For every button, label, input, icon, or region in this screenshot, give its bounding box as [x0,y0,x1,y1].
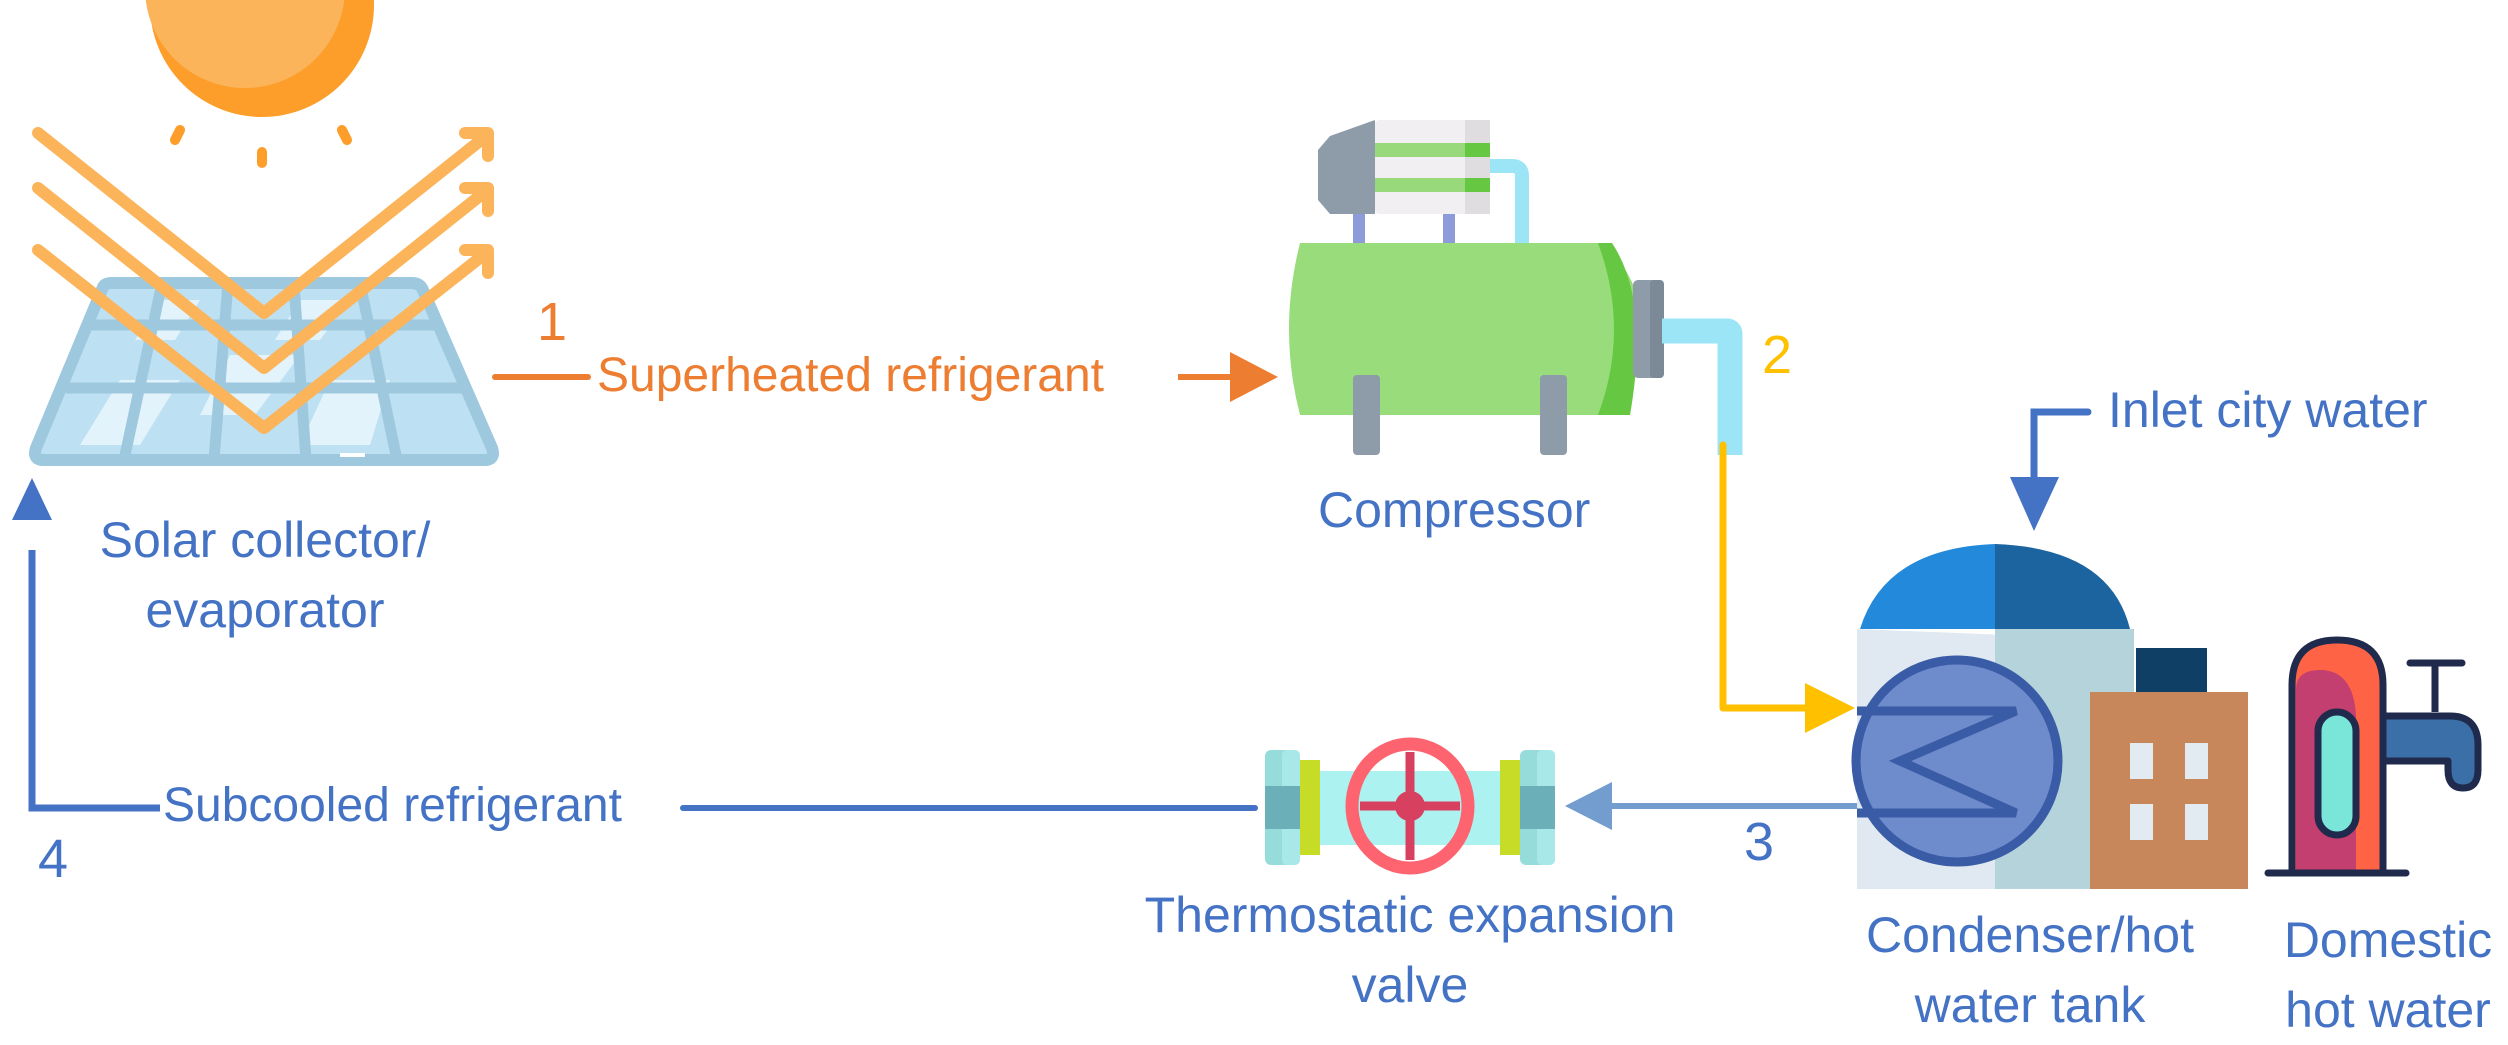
solar-collector-label-line2: evaporator [145,582,385,638]
state-point-1: 1 [537,292,568,352]
condenser-label-line1: Condenser/hot [1865,907,2194,963]
domestic-hot-water-label-line2: hot water [2285,982,2491,1038]
compressor-icon [1289,120,1743,455]
inlet-city-water-label: Inlet city water [2108,382,2428,438]
condenser-label: Condenser/hot water tank [1830,900,2230,1040]
inlet-water-arrow [2010,408,2092,531]
solar-collector-label: Solar collector/ evaporator [70,505,460,645]
subcooled-flow-arrow [12,478,1258,812]
discharge-flow-arrow [1719,441,1855,733]
condensate-flow-arrow [1565,782,1857,830]
domestic-hot-water-label-line1: Domestic [2283,912,2493,968]
faucet-icon [2264,636,2482,877]
compressor-label: Compressor [1318,482,1591,538]
valve-icon [1265,737,1555,875]
water-tank-icon [1851,544,2248,889]
state-point-3: 3 [1744,812,1775,872]
domestic-hot-water-label: Domestic hot water [2258,905,2508,1045]
expansion-valve-label: Thermostatic expansion valve [1110,880,1710,1020]
expansion-valve-label-line2: valve [1351,957,1469,1013]
condenser-label-line2: water tank [1914,977,2146,1033]
superheated-flow-arrow [492,352,1278,402]
state-point-4: 4 [38,829,69,889]
state-point-2: 2 [1762,325,1793,385]
solar-collector-label-line1: Solar collector/ [99,512,431,568]
expansion-valve-label-line1: Thermostatic expansion [1144,887,1676,943]
return-arrowhead [12,478,52,520]
superheated-refrigerant-label: Superheated refrigerant [597,349,1104,402]
sun-icon [145,0,374,168]
sun-rays-icon [32,127,494,434]
subcooled-refrigerant-label: Subcooled refrigerant [163,779,622,832]
